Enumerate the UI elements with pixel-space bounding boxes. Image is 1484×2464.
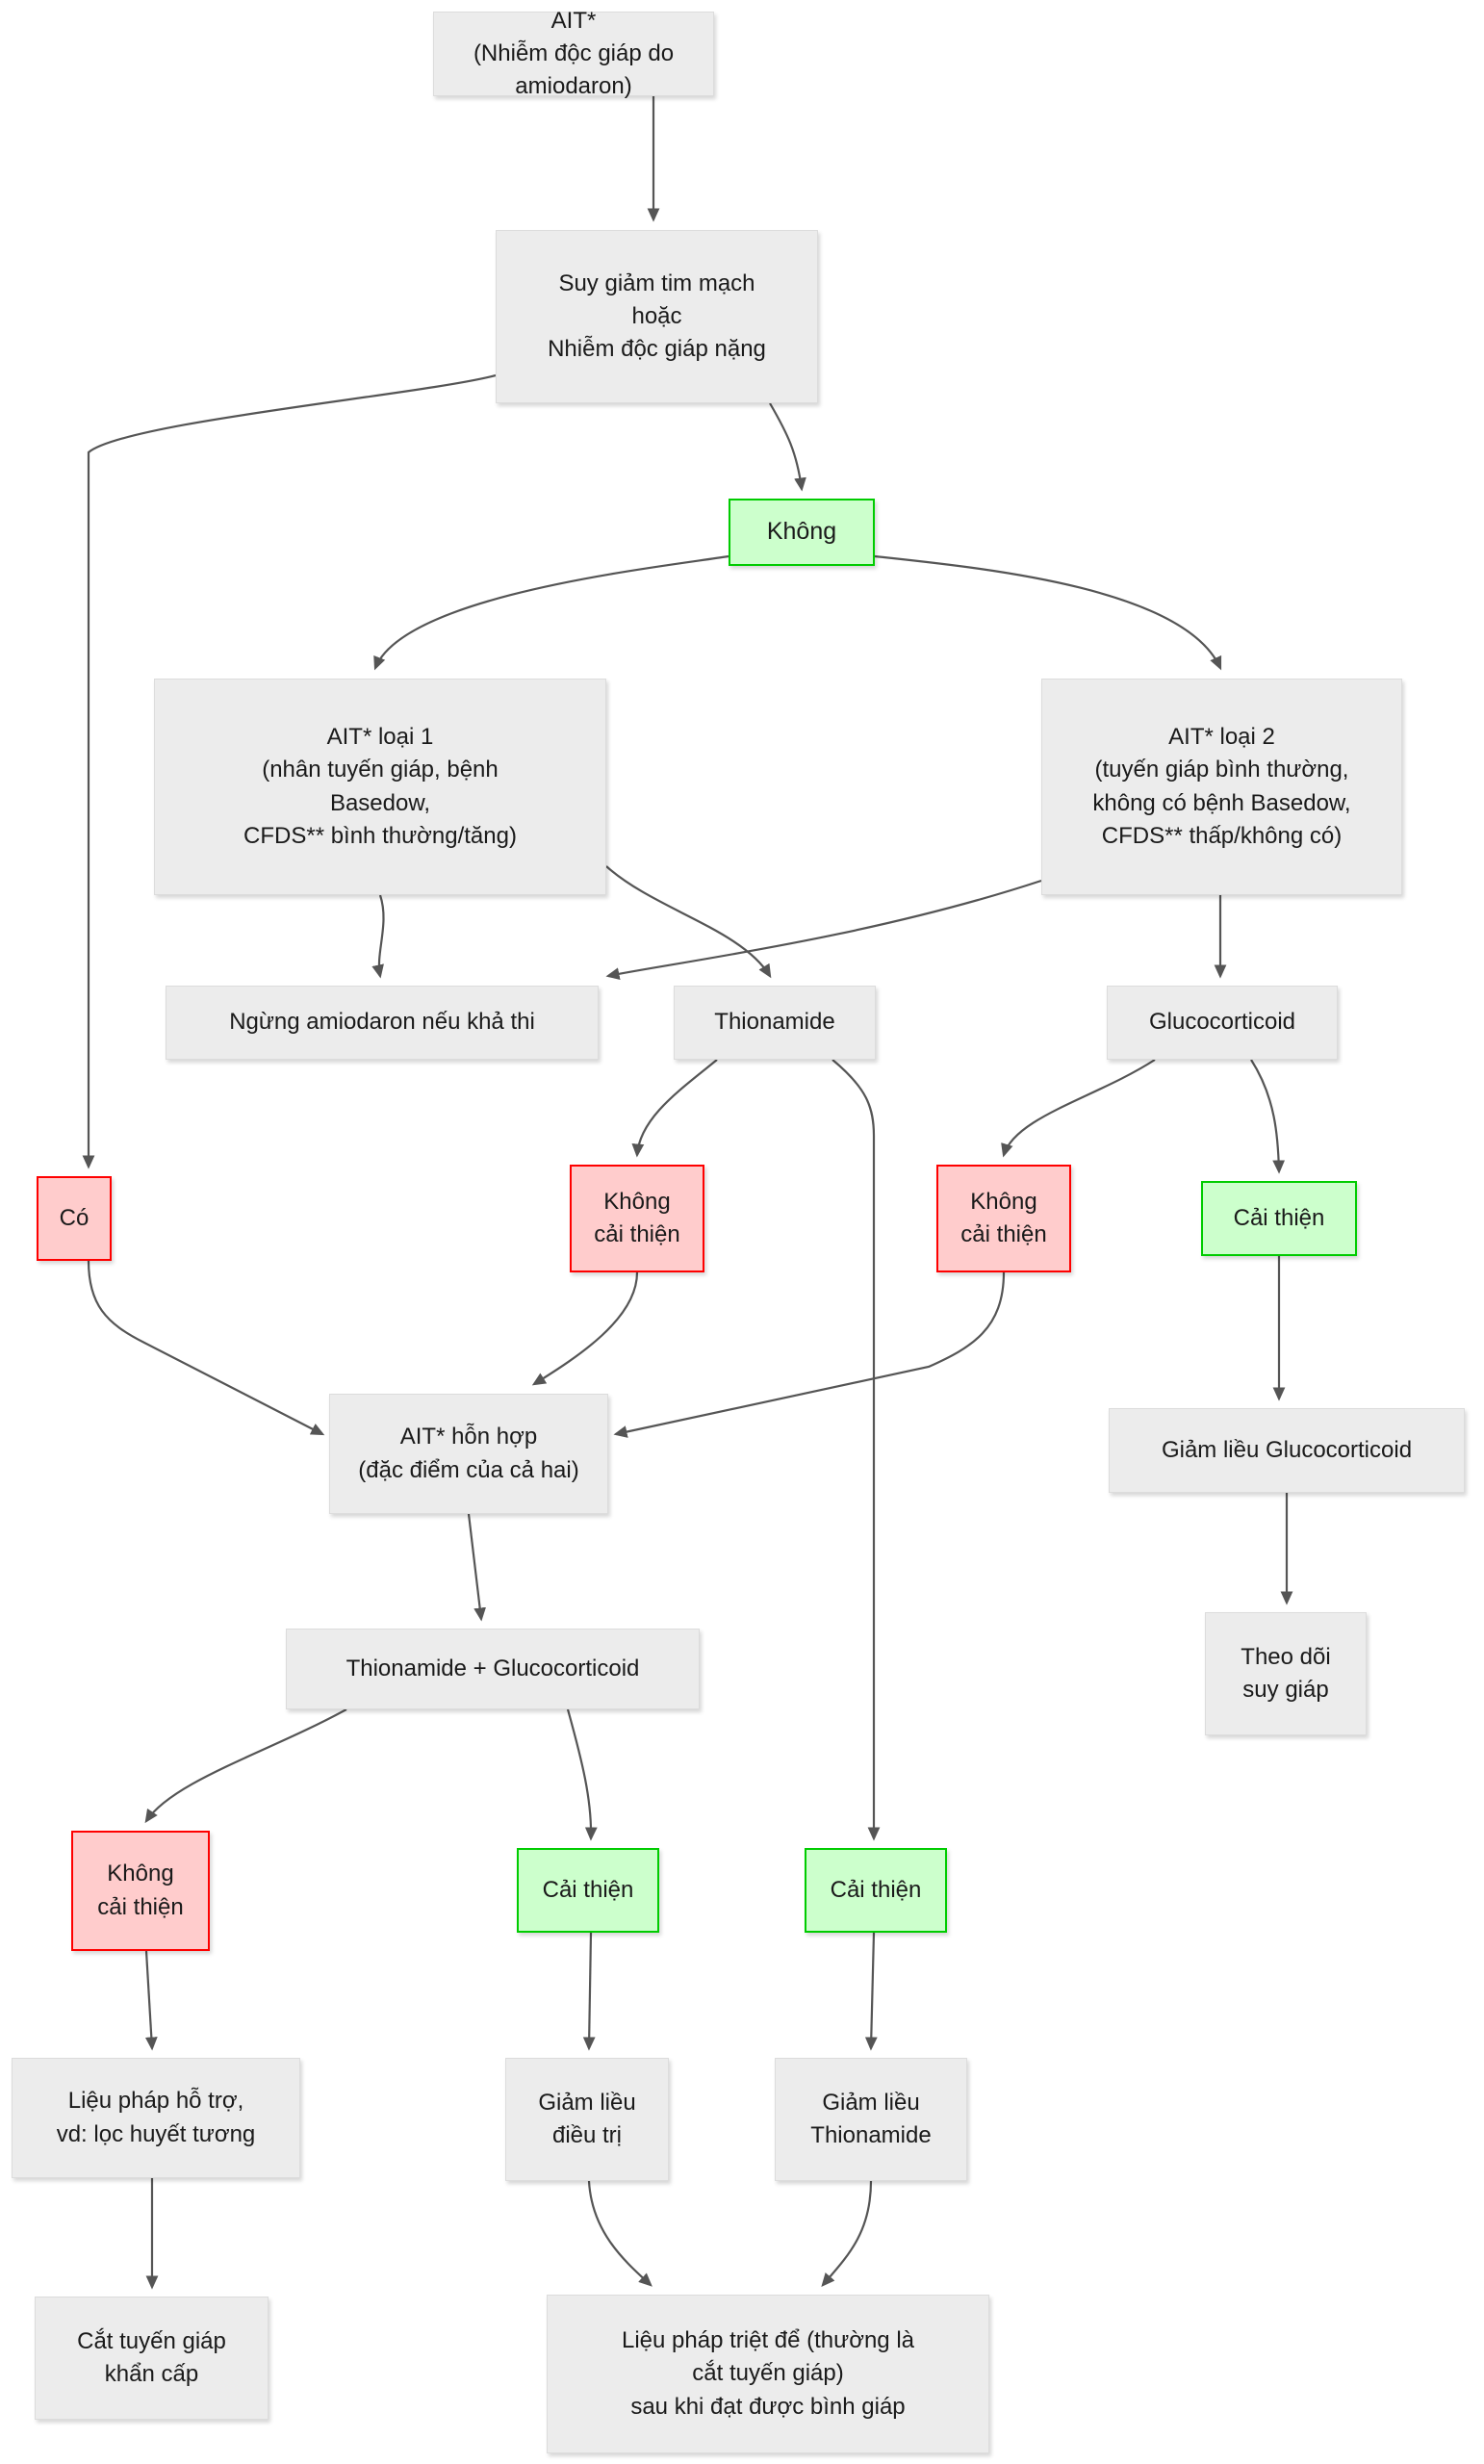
flow-node-cai3[interactable]: Cải thiện bbox=[805, 1848, 947, 1933]
flow-edge-thionamide-to-cai3 bbox=[832, 1059, 881, 1841]
flow-node-giamdieutri[interactable]: Giảm liều điều trị bbox=[505, 2058, 669, 2181]
flow-node-cai2[interactable]: Cải thiện bbox=[517, 1848, 659, 1933]
flow-node-thionamide[interactable]: Thionamide bbox=[674, 986, 876, 1060]
flow-edge-thionamide-to-kct1 bbox=[631, 1059, 718, 1158]
flow-node-co[interactable]: Có bbox=[37, 1176, 112, 1261]
flow-node-honhop[interactable]: AIT* hỗn hợp (đặc điểm của cả hai) bbox=[329, 1394, 608, 1514]
flow-edge-khong-to-loai1 bbox=[373, 554, 729, 671]
flow-node-giamgluco[interactable]: Giảm liều Glucocorticoid bbox=[1109, 1408, 1465, 1493]
flow-edge-co-to-honhop bbox=[87, 1260, 325, 1436]
flow-node-cattuyengiap[interactable]: Cắt tuyến giáp khẩn cấp bbox=[35, 2297, 269, 2420]
flow-edge-khong-to-loai2 bbox=[874, 554, 1222, 671]
flow-edge-kct2-to-honhop bbox=[613, 1271, 1006, 1438]
flow-edge-suygiam-to-khong bbox=[769, 402, 806, 492]
flow-edge-loai1-to-thionamide bbox=[605, 865, 772, 979]
flow-edge-loai1-to-ngung bbox=[371, 894, 385, 979]
flow-edge-kct3-to-lieuphapht bbox=[144, 1950, 158, 2051]
flow-edge-kct1-to-honhop bbox=[531, 1271, 639, 1386]
flow-edge-gluco-to-cai1 bbox=[1250, 1059, 1286, 1174]
flow-edge-thiongluco-to-cai2 bbox=[566, 1708, 598, 1841]
flow-node-suygiam[interactable]: Suy giảm tim mạch hoặc Nhiễm độc giáp nặ… bbox=[496, 230, 818, 403]
flow-node-giamthion[interactable]: Giảm liều Thionamide bbox=[775, 2058, 967, 2181]
flow-node-cai1[interactable]: Cải thiện bbox=[1201, 1181, 1357, 1256]
flow-node-thiongluco[interactable]: Thionamide + Glucocorticoid bbox=[286, 1629, 700, 1709]
flow-edge-cai2-to-giamdieutri bbox=[582, 1932, 596, 2051]
flow-node-kct3[interactable]: Không cải thiện bbox=[71, 1831, 210, 1951]
flow-node-khong[interactable]: Không bbox=[729, 499, 875, 566]
flow-node-loai1[interactable]: AIT* loại 1 (nhân tuyến giáp, bệnh Based… bbox=[154, 679, 606, 895]
flow-node-gluco[interactable]: Glucocorticoid bbox=[1107, 986, 1338, 1060]
flow-node-theodoi[interactable]: Theo dõi suy giáp bbox=[1205, 1612, 1367, 1735]
flow-node-loai2[interactable]: AIT* loại 2 (tuyến giáp bình thường, khô… bbox=[1041, 679, 1402, 895]
flow-edge-giamdieutri-to-lieuphaptriete bbox=[587, 2180, 652, 2287]
flow-node-ait[interactable]: AIT* (Nhiễm độc giáp do amiodaron) bbox=[433, 8, 714, 99]
flow-edge-giamthion-to-lieuphaptriete bbox=[821, 2180, 873, 2287]
flow-node-lieuphapht[interactable]: Liệu pháp hỗ trợ, vd: lọc huyết tương bbox=[12, 2058, 300, 2178]
flow-edge-thiongluco-to-kct3 bbox=[144, 1708, 347, 1824]
flow-edge-loai2-to-ngung bbox=[605, 879, 1042, 980]
flow-node-lieuphaptriete[interactable]: Liệu pháp triệt để (thường là cắt tuyến … bbox=[547, 2295, 989, 2453]
flow-edge-gluco-to-kct2 bbox=[1001, 1059, 1156, 1158]
flow-node-kct1[interactable]: Không cải thiện bbox=[570, 1165, 704, 1272]
flow-edge-cai3-to-giamthion bbox=[864, 1932, 878, 2051]
flow-node-kct2[interactable]: Không cải thiện bbox=[936, 1165, 1071, 1272]
flow-edge-honhop-to-thiongluco bbox=[467, 1513, 487, 1622]
flow-node-ngung[interactable]: Ngừng amiodaron nếu khả thi bbox=[166, 986, 599, 1060]
